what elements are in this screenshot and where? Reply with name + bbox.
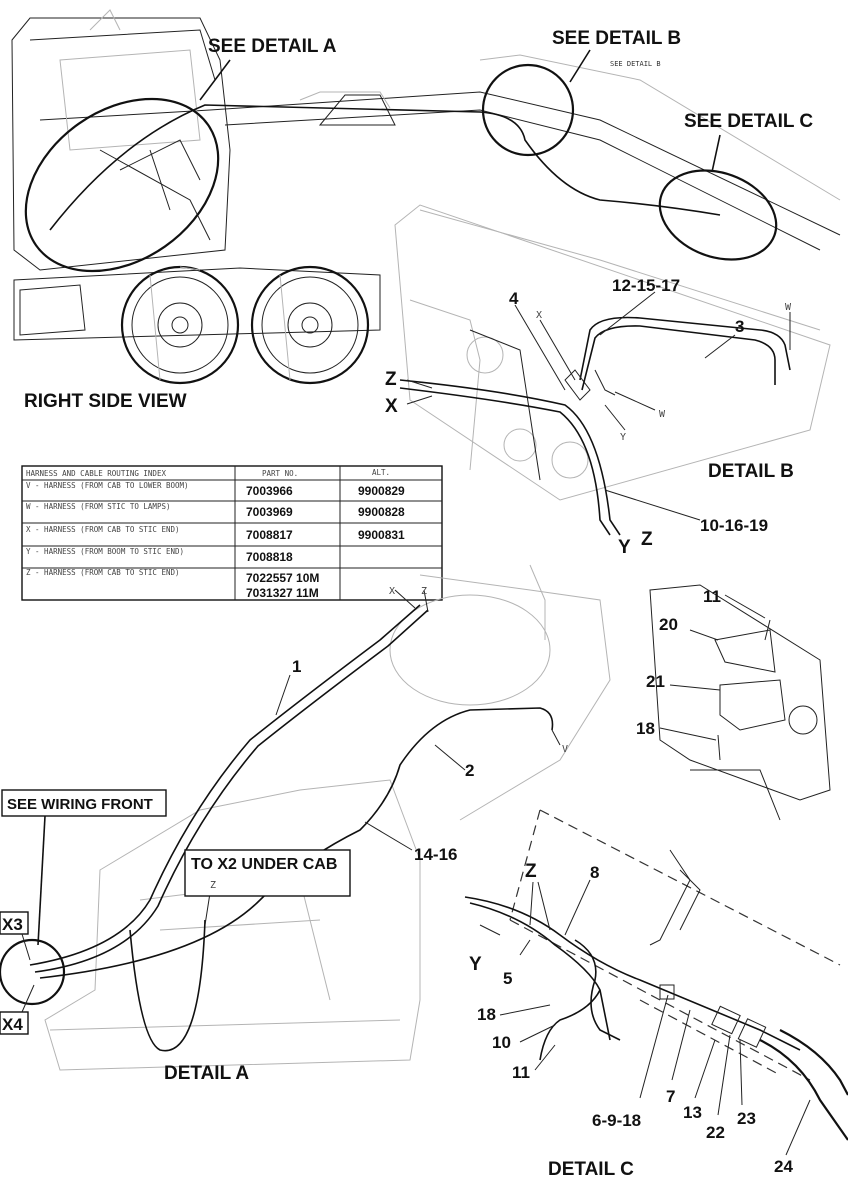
- right-side-view-label: RIGHT SIDE VIEW: [24, 391, 187, 412]
- table-row-desc: X - HARNESS (FROM CAB TO STIC END): [26, 525, 180, 534]
- to-x2-under-cab-box: [184, 849, 351, 897]
- table-row-desc: W - HARNESS (FROM STIC TO LAMPS): [26, 502, 171, 511]
- table-row-part: 7008817: [246, 528, 293, 542]
- table-row-part: 7022557 10M: [246, 571, 319, 585]
- x3-x4-connector-circle: [0, 938, 66, 1006]
- label-11-c: 11: [512, 1063, 530, 1082]
- label-x-a: X: [389, 586, 395, 597]
- label-y-c: Y: [469, 954, 482, 975]
- right-wheel: [250, 265, 370, 385]
- left-wheel: [120, 265, 240, 385]
- label-7: 7: [666, 1087, 675, 1106]
- label-21: 21: [646, 672, 665, 691]
- table-row-part: 7003969: [246, 505, 293, 519]
- see-detail-b-label: SEE DETAIL B: [552, 28, 681, 49]
- callout-texts: SEE DETAIL A SEE DETAIL B SEE DETAIL B S…: [7, 28, 813, 1180]
- x4-box: [0, 1011, 29, 1035]
- label-5: 5: [503, 969, 512, 988]
- label-1: 1: [292, 657, 301, 676]
- table-row-alt: 9900828: [358, 505, 405, 519]
- label-24: 24: [774, 1157, 793, 1176]
- table-row-desc: V - HARNESS (FROM CAB TO LOWER BOOM): [26, 481, 189, 490]
- label-14-16: 14-16: [414, 845, 457, 864]
- to-x2-under-cab-label: TO X2 UNDER CAB: [191, 856, 337, 873]
- label-6-9-18: 6-9-18: [592, 1111, 641, 1130]
- detail-a-label: DETAIL A: [164, 1063, 249, 1084]
- detail-a-drawing: [0, 564, 611, 1071]
- label-22: 22: [706, 1123, 725, 1142]
- label-x4: X4: [2, 1015, 23, 1034]
- label-8: 8: [590, 863, 599, 882]
- detail-a-labels: X Z 1 2 V 14-16 Z X3 X4: [2, 586, 568, 1034]
- detail-c-circle: [658, 169, 778, 261]
- table-row-part: 7031327 11M: [246, 586, 319, 600]
- label-x3: X3: [2, 915, 23, 934]
- table-row-part: 7003966: [246, 484, 293, 498]
- right-side-view-drawing: [11, 9, 841, 385]
- table-row-desc: Y - HARNESS (FROM BOOM TO STIC END): [26, 547, 184, 556]
- x3-box: [0, 911, 29, 935]
- label-12-15-17: 12-15-17: [612, 276, 680, 295]
- label-z-b: Z: [385, 369, 397, 390]
- label-20: 20: [659, 615, 678, 634]
- label-x-small: X: [536, 310, 542, 321]
- detail-b-drawing: [394, 204, 831, 536]
- detail-a-circle: [24, 97, 220, 273]
- label-18-c: 18: [477, 1005, 496, 1024]
- label-13: 13: [683, 1103, 702, 1122]
- detail-c-label: DETAIL C: [548, 1159, 634, 1180]
- detail-b-label: DETAIL B: [708, 461, 794, 482]
- see-detail-b-small-label: SEE DETAIL B: [610, 60, 661, 68]
- label-11-bracket: 11: [703, 587, 721, 606]
- see-detail-a-label: SEE DETAIL A: [208, 36, 337, 57]
- label-y-small: Y: [620, 432, 626, 443]
- table-alt-header: ALT.: [372, 468, 390, 477]
- label-2: 2: [465, 761, 474, 780]
- see-wiring-front-label: SEE WIRING FRONT: [7, 796, 153, 813]
- detail-b-circle: [481, 63, 575, 157]
- label-z-c: Z: [525, 861, 537, 882]
- label-10-16-19: 10-16-19: [700, 516, 768, 535]
- label-23: 23: [737, 1109, 756, 1128]
- label-4: 4: [509, 289, 519, 308]
- label-18-bracket: 18: [636, 719, 655, 738]
- table-title: HARNESS AND CABLE ROUTING INDEX: [26, 469, 166, 478]
- label-3: 3: [735, 317, 744, 336]
- table-row-alt: 9900831: [358, 528, 405, 542]
- label-z-a: Z: [421, 586, 427, 597]
- routing-table: HARNESS AND CABLE ROUTING INDEX PART NO.…: [21, 465, 443, 601]
- detail-c-drawing: [464, 809, 848, 1156]
- detail-b-labels: 12-15-17 4 X 3 W W Z X Y 10-16-19 Y Z: [385, 276, 792, 558]
- see-detail-c-label: SEE DETAIL C: [684, 111, 813, 132]
- bracket-labels: 11 20 21 18: [636, 587, 721, 738]
- label-z-b-bottom: Z: [641, 529, 653, 550]
- table-row-alt: 9900829: [358, 484, 405, 498]
- detail-c-labels: Z 8 Y 5 18 10 11 7 6-9-18 13 22 23 24: [469, 861, 793, 1176]
- label-w-top: W: [785, 302, 792, 313]
- table-row-desc: Z - HARNESS (FROM CAB TO STIC END): [26, 568, 180, 577]
- label-v: V: [562, 744, 568, 755]
- table-part-header: PART NO.: [262, 469, 298, 478]
- see-wiring-front-box: [1, 789, 167, 817]
- bracket-drawing: [649, 584, 831, 821]
- label-z-small: Z: [210, 880, 216, 891]
- label-10-c: 10: [492, 1033, 511, 1052]
- table-row-part: 7008818: [246, 550, 293, 564]
- label-y-b: Y: [618, 537, 631, 558]
- label-w-mid: W: [659, 409, 666, 420]
- label-x-b: X: [385, 396, 398, 417]
